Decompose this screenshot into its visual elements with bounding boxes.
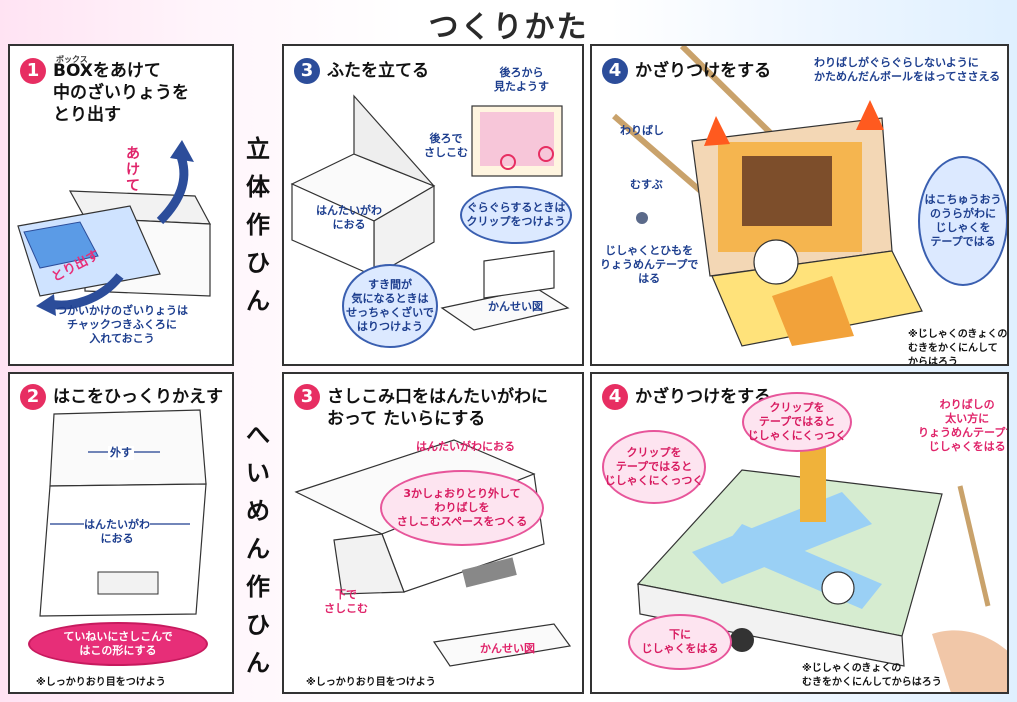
label-insert-under: 下でさしこむ	[324, 588, 368, 615]
box-ruby: ボックス	[56, 55, 88, 64]
step-number-badge: 2	[20, 384, 46, 410]
step1-title-line2: 中のざいりょうを	[53, 83, 189, 103]
page-title: つくりかた	[428, 10, 589, 45]
step-number-badge: 4	[602, 58, 628, 84]
step4b-title: かざりつけをする	[635, 387, 772, 407]
step1-heading: 1 BOXをあけて 中のざいりょうを とり出す	[20, 58, 189, 126]
label-tie: むすぶ	[630, 178, 663, 191]
box-open-illustration	[17, 140, 212, 316]
label-chopstick: わりばし	[620, 124, 664, 137]
panel-step4-decorate-flat: 4 かざりつけをする クリップをテープではるとじしゃくにくっつく クリップをテー…	[590, 372, 1009, 694]
label-completed: かんせい図	[480, 642, 535, 655]
decorated-stage-illustration	[612, 46, 923, 347]
panel-step3-stand-lid: 3 ふたを立てる 後ろから見たようす 後ろでさしこむ はんたいがわにおる ぐらぐ…	[282, 44, 584, 366]
label-insert-back: 後ろでさしこむ	[424, 132, 468, 159]
bubble-make-space: 3かしょおりとり外してわりばしをさしこむスペースをつくる	[380, 470, 544, 546]
label-magnet-string: じしゃくとひもをりょうめんテープではる	[600, 244, 699, 285]
bubble-clip-top: クリップをテープではるとじしゃくにくっつく	[742, 392, 852, 452]
label-fold-opposite: はんたいがわにおる	[416, 440, 515, 453]
panel-step1-open-box: 1 BOXをあけて 中のざいりょうを とり出す ボックス あけて とり出す つか…	[8, 44, 234, 366]
label-back-view: 後ろから見たようす	[494, 66, 549, 93]
step3b-note: ※しっかりおり目をつけよう	[306, 677, 436, 688]
step3b-title-line1: さしこみ口をはんたいがわに	[327, 387, 548, 407]
label-support: わりばしがぐらぐらしないようにかためんだんボールをはってささえる	[814, 56, 1001, 83]
label-fold: はんたいがわにおる	[84, 518, 150, 546]
bubble-gap: すき間が気になるときはせっちゃくざいではりつけよう	[342, 264, 438, 348]
decorated-board-illustration	[636, 438, 1007, 692]
step-number-badge: 3	[294, 58, 320, 84]
step4a-note: ※じしゃくのきょくのむきをかくにんしてからはろう	[908, 329, 1008, 366]
label-fold-opposite: はんたいがわにおる	[316, 204, 382, 231]
step2-title: はこをひっくりかえす	[53, 387, 223, 407]
step4a-title: かざりつけをする	[635, 61, 772, 81]
step4b-heading: 4 かざりつけをする	[602, 384, 772, 410]
lid-illustration	[290, 94, 570, 331]
side-label-flat: へいめん作ひん	[246, 421, 270, 677]
bubble-insert-carefully: ていねいにさしこんではこの形にする	[28, 622, 208, 666]
step3b-title-line2: おって たいらにする	[327, 409, 486, 429]
step-number-badge: 1	[20, 58, 46, 84]
bubble-magnet-center: はこちゅうおうのうらがわにじしゃくをテープではる	[918, 156, 1007, 286]
side-label-3d: 立体作ひん	[246, 135, 270, 315]
bubble-clip: ぐらぐらするときはクリップをつけよう	[460, 186, 572, 244]
panel-step3-fold-flat: 3 さしこみ口をはんたいがわに おって たいらにする はんたいがわにおる 3かし…	[282, 372, 584, 694]
step-number-badge: 3	[294, 384, 320, 410]
step1-title-line1: BOXをあけて	[53, 61, 161, 81]
step1-title-line3: とり出す	[53, 105, 121, 125]
step3a-heading: 3 ふたを立てる	[294, 58, 429, 84]
step2-heading: 2 はこをひっくりかえす	[20, 384, 223, 410]
step3a-title: ふたを立てる	[327, 61, 429, 81]
bubble-magnet-under: 下にじしゃくをはる	[628, 614, 732, 670]
step4b-note: ※じしゃくのきょくのむきをかくにんしてからはろう	[802, 663, 942, 688]
label-open: あけて	[126, 146, 140, 194]
step3b-heading: 3 さしこみ口をはんたいがわに おって たいらにする	[294, 384, 548, 430]
step4a-heading: 4 かざりつけをする	[602, 58, 772, 84]
panel-step4-decorate-3d: 4 かざりつけをする わりばしがぐらぐらしないようにかためんだんボールをはってさ…	[590, 44, 1009, 366]
label-completed: かんせい図	[488, 300, 543, 313]
label-outside: 外す	[108, 446, 134, 460]
step-number-badge: 4	[602, 384, 628, 410]
label-chopstick-magnet: わりばしの太い方にりょうめんテープでじしゃくをはる	[918, 398, 1009, 453]
step1-note: つかいかけのざいりょうはチャックつきふくろに入れておこう	[56, 304, 188, 345]
step2-note: ※しっかりおり目をつけよう	[36, 677, 166, 688]
panel-step2-flip-box: 2 はこをひっくりかえす 外す はんたいがわにおる ていねいにさしこんではこの形…	[8, 372, 234, 694]
bubble-clip-left: クリップをテープではるとじしゃくにくっつく	[602, 430, 706, 504]
